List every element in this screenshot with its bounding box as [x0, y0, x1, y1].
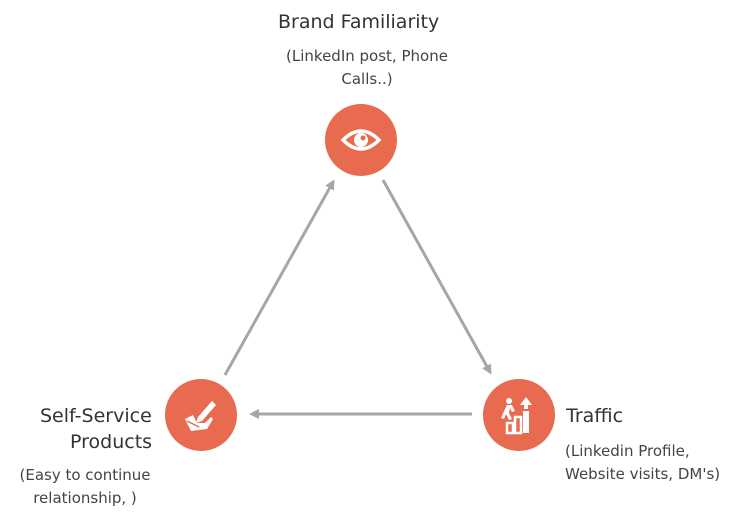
self-service-subtitle-line2: relationship, ) [33, 489, 137, 507]
traffic-subtitle-line2: Website visits, DM's) [565, 465, 721, 483]
traffic-subtitle-line1: (Linkedin Profile, [565, 442, 690, 460]
brand-familiarity-node [325, 104, 397, 176]
eye-icon [340, 129, 382, 151]
hand-writing-icon [185, 401, 216, 431]
self-service-node [165, 379, 237, 451]
self-service-subtitle-line1: (Easy to continue [19, 466, 151, 484]
brand-familiarity-subtitle-line2: Calls..) [341, 70, 393, 88]
arrow-left-to-top [223, 179, 335, 376]
arrow-top-to-right [381, 179, 492, 375]
self-service-title-line2: Products [70, 431, 153, 453]
growth-stairs-icon [501, 397, 532, 435]
self-service-title-line1: Self-Service [40, 405, 152, 427]
traffic-node [483, 379, 555, 451]
brand-familiarity-title: Brand Familiarity [278, 11, 440, 33]
traffic-title: Traffic [566, 405, 624, 427]
brand-familiarity-subtitle-line1: (LinkedIn post, Phone [286, 47, 448, 65]
